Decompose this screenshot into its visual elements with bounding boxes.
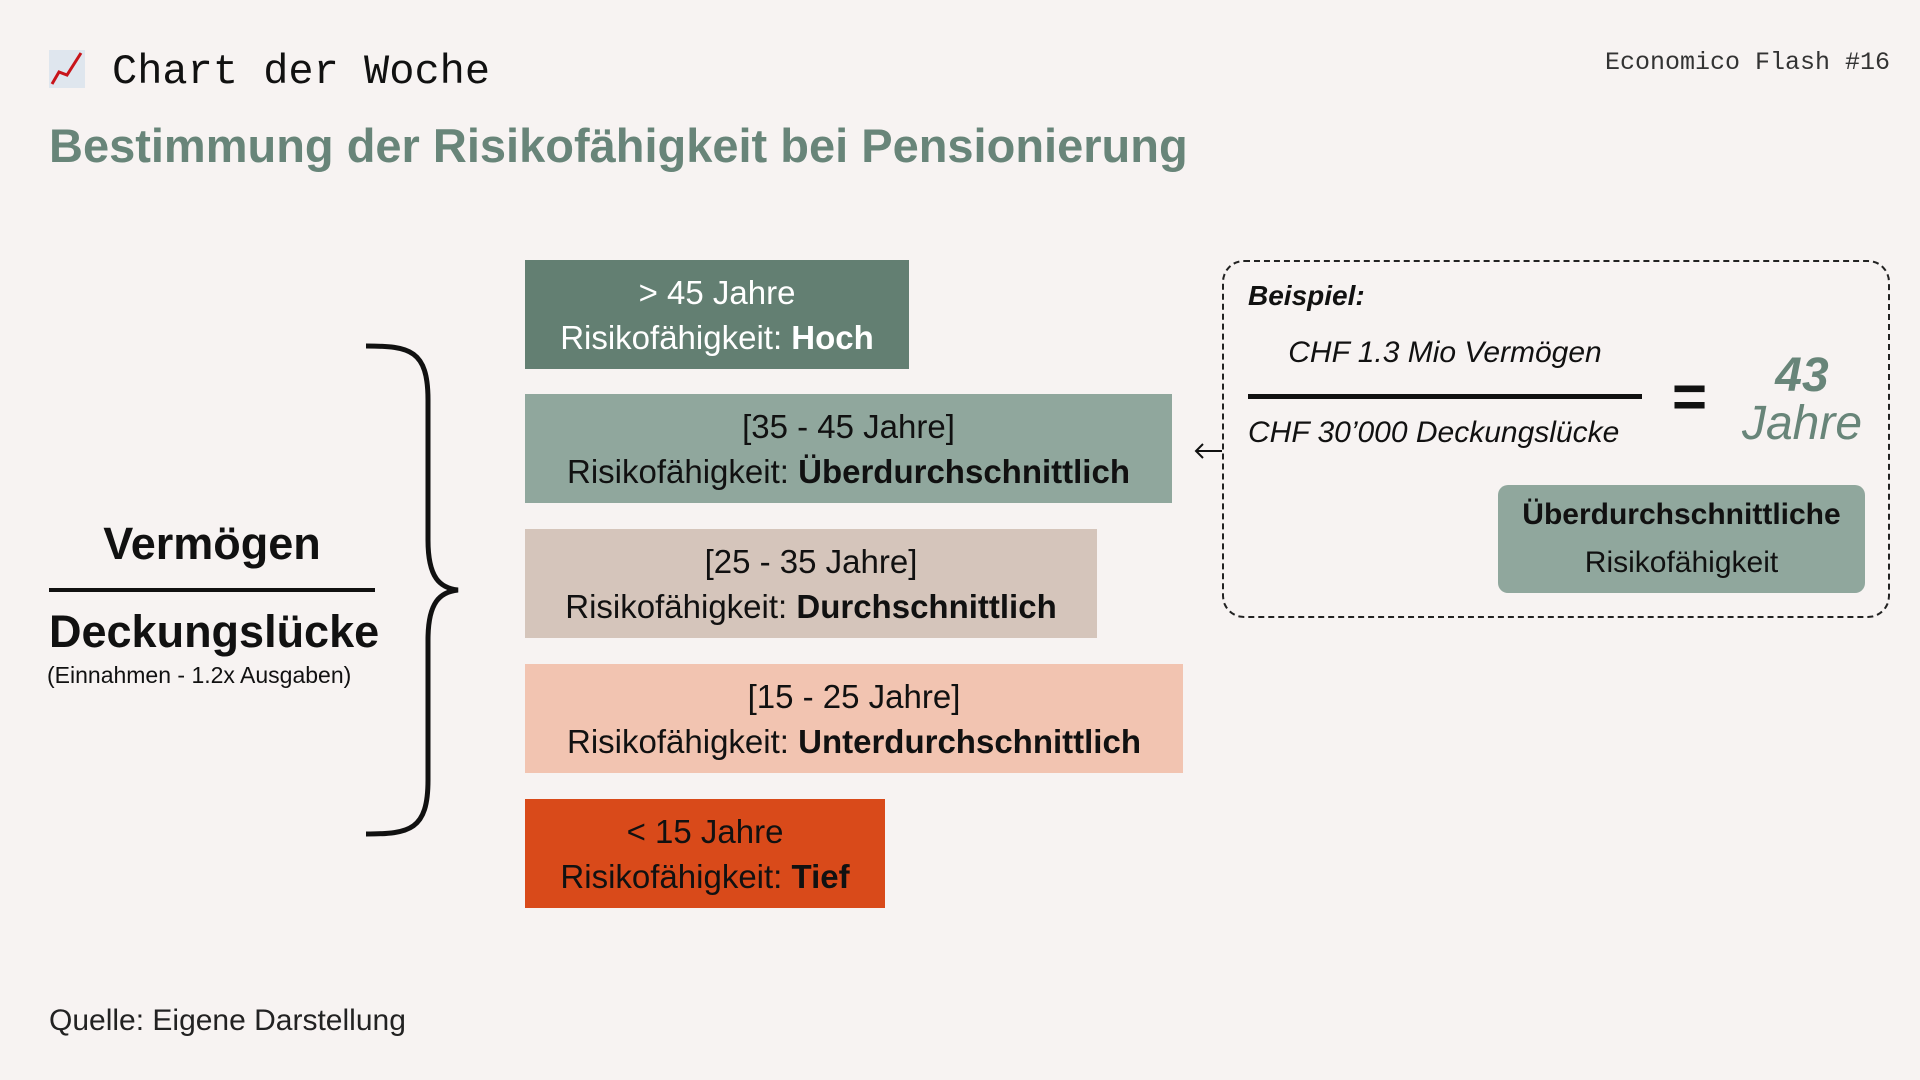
example-fraction-line xyxy=(1248,394,1642,399)
curly-brace-icon xyxy=(365,343,459,837)
result-badge: Überdurchschnittliche Risikofähigkeit xyxy=(1498,485,1865,593)
tier-range: [15 - 25 Jahre] xyxy=(747,677,961,715)
tier-level: Überdurchschnittlich xyxy=(798,452,1130,490)
badge-line1: Überdurchschnittliche xyxy=(1522,498,1841,531)
source-note: Quelle: Eigene Darstellung xyxy=(49,1004,406,1037)
result-unit: Jahre xyxy=(1741,397,1863,450)
arrow-left-icon xyxy=(1194,443,1222,459)
header-label: Chart der Woche xyxy=(112,48,491,96)
result-value: 43 xyxy=(1775,349,1829,402)
tier-level: Durchschnittlich xyxy=(796,587,1057,625)
tier-range: [25 - 35 Jahre] xyxy=(704,542,918,580)
formula-denominator: Deckungslücke xyxy=(49,606,380,657)
example-numerator: CHF 1.3 Mio Vermögen xyxy=(1288,336,1602,369)
chart-increasing-icon xyxy=(49,50,85,88)
tier-range: > 45 Jahre xyxy=(638,273,796,311)
tier-prefix: Risikofähigkeit: xyxy=(560,318,792,356)
example-label: Beispiel: xyxy=(1248,280,1365,311)
formula-note: (Einnahmen - 1.2x Ausgaben) xyxy=(47,662,352,688)
tier-high: > 45 Jahre Risikofähigkeit: Hoch xyxy=(525,260,909,369)
formula-numerator: Vermögen xyxy=(103,518,321,569)
tier-average: [25 - 35 Jahre] Risikofähigkeit: Durchsc… xyxy=(525,529,1097,638)
badge-line2: Risikofähigkeit xyxy=(1584,546,1779,579)
tier-prefix: Risikofähigkeit: xyxy=(565,587,797,625)
tier-level: Tief xyxy=(791,857,850,895)
example-denominator: CHF 30’000 Deckungslücke xyxy=(1248,416,1620,449)
tier-prefix: Risikofähigkeit: xyxy=(567,452,799,490)
tier-level: Hoch xyxy=(791,318,874,356)
issue-label: Economico Flash #16 xyxy=(1604,48,1890,77)
tier-low: < 15 Jahre Risikofähigkeit: Tief xyxy=(525,799,885,908)
example-box xyxy=(1222,260,1890,618)
tier-level: Unterdurchschnittlich xyxy=(798,722,1141,760)
tier-below-average: [15 - 25 Jahre] Risikofähigkeit: Unterdu… xyxy=(525,664,1183,773)
tier-range: < 15 Jahre xyxy=(626,812,784,850)
tier-prefix: Risikofähigkeit: xyxy=(560,857,792,895)
page-title: Bestimmung der Risikofähigkeit bei Pensi… xyxy=(49,119,1188,172)
tier-range: [35 - 45 Jahre] xyxy=(742,407,955,445)
tier-prefix: Risikofähigkeit: xyxy=(567,722,799,760)
tier-above-average: [35 - 45 Jahre] Risikofähigkeit: Überdur… xyxy=(525,394,1172,503)
fraction-line xyxy=(49,588,375,592)
equals-sign: = xyxy=(1672,363,1708,430)
